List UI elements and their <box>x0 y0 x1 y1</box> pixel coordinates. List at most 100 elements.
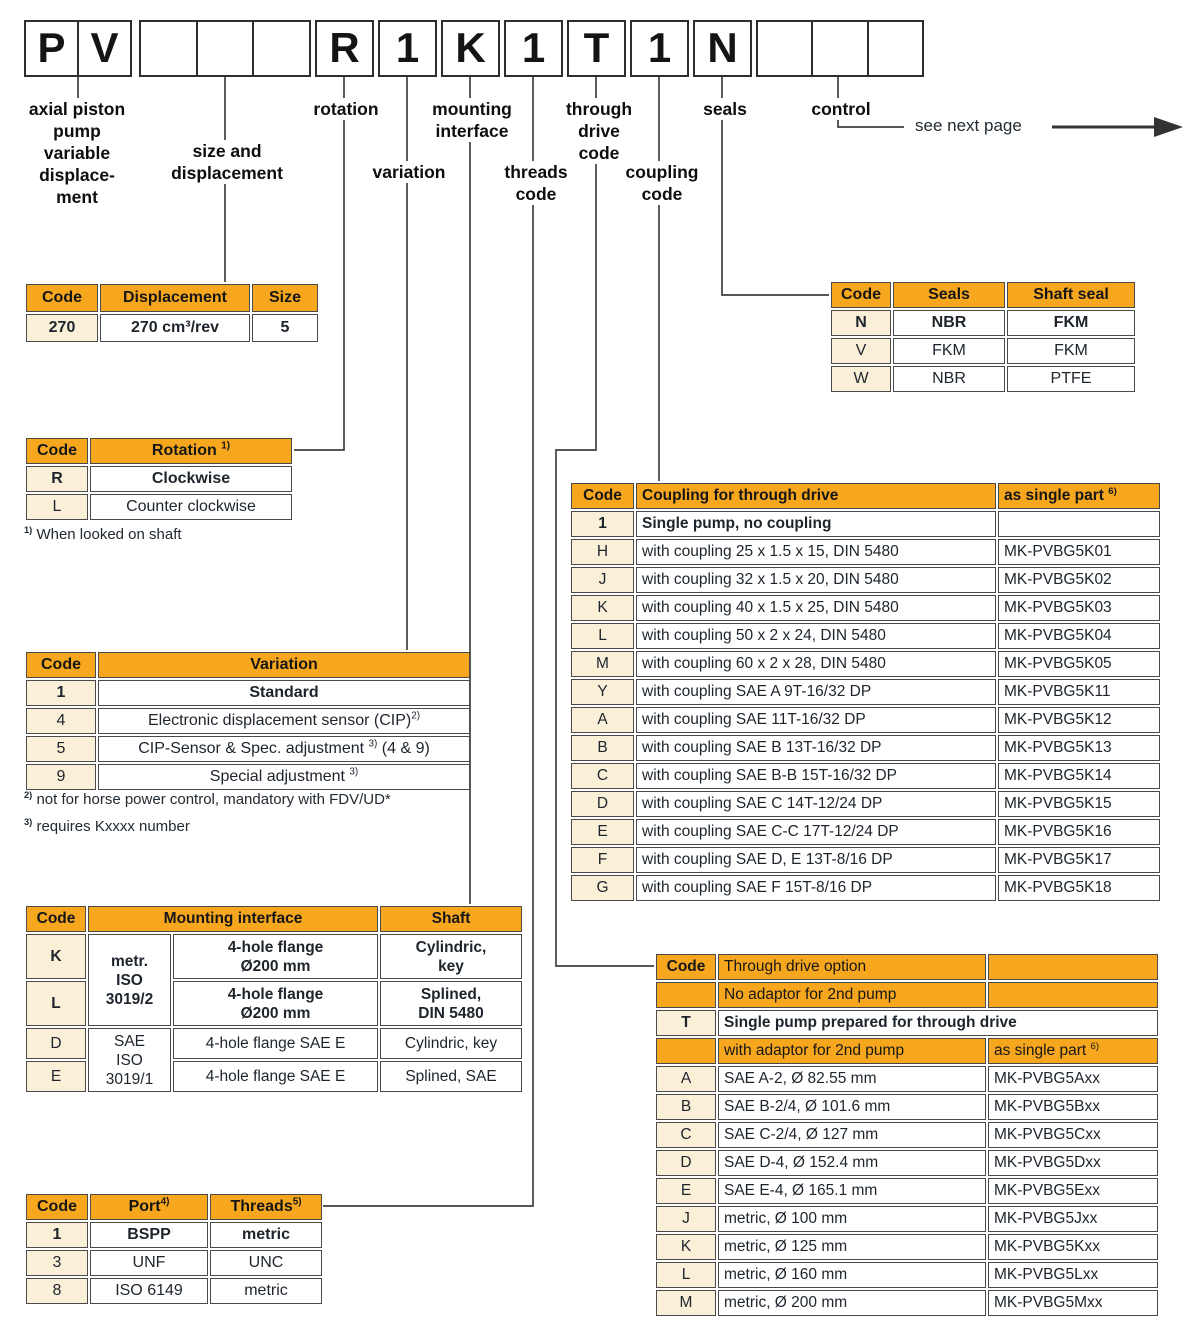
through-header-part: as single part 6) <box>988 1038 1158 1064</box>
through-header-empty <box>988 954 1158 980</box>
code-cell: N <box>831 310 891 336</box>
mounting-header-code: Code <box>26 906 86 932</box>
label-mounting: mounting interface <box>416 98 528 142</box>
table-header-row: Code Mounting interface Shaft <box>26 906 522 932</box>
code-cell: G <box>571 875 634 901</box>
coupling-desc-cell: with coupling 25 x 1.5 x 15, DIN 5480 <box>636 539 996 565</box>
table-header-row: Code Port4) Threads5) <box>26 1194 322 1220</box>
mounting-standard-cell: metr. ISO 3019/2 <box>88 934 171 1026</box>
through-header-option: Through drive option <box>718 954 986 980</box>
model-code-group-size <box>139 20 311 77</box>
model-code-cell-variation: 1 <box>378 20 437 77</box>
table-row: L 4-hole flange Ø200 mm Splined, DIN 548… <box>26 981 522 1026</box>
seals-table: Code Seals Shaft seal N NBR FKM V FKM FK… <box>829 280 1137 394</box>
label-variation: variation <box>359 161 459 183</box>
code-cell: 4 <box>26 708 96 734</box>
adaptor-desc-cell: SAE E-4, Ø 165.1 mm <box>718 1178 986 1204</box>
part-number-cell: MK-PVBG5K11 <box>998 679 1160 705</box>
connector-threads <box>323 77 534 1207</box>
adaptor-desc-cell: SAE A-2, Ø 82.55 mm <box>718 1066 986 1092</box>
coupling-table: Code Coupling for through drive as singl… <box>569 481 1162 903</box>
table-header-row: Code Through drive option <box>656 954 1158 980</box>
through-prepared-cell: Single pump prepared for through drive <box>718 1010 1158 1036</box>
part-number-cell: MK-PVBG5K15 <box>998 791 1160 817</box>
table-header-row: Code Displacement Size <box>26 284 318 312</box>
code-cell: T <box>656 1010 716 1036</box>
coupling-desc-cell: with coupling SAE F 15T-8/16 DP <box>636 875 996 901</box>
shaft-cell: Cylindric, key <box>380 934 522 979</box>
label-threads: threads code <box>495 161 577 205</box>
connector-through <box>555 77 654 967</box>
coupling-desc-cell: with coupling SAE D, E 13T-8/16 DP <box>636 847 996 873</box>
part-number-cell: MK-PVBG5K02 <box>998 567 1160 593</box>
code-cell: R <box>26 466 88 492</box>
seals-header-seals: Seals <box>893 282 1005 308</box>
table-row: T Single pump prepared for through drive <box>656 1010 1158 1036</box>
no-adaptor-cell: No adaptor for 2nd pump <box>718 982 986 1008</box>
code-cell: D <box>571 791 634 817</box>
adaptor-desc-cell: SAE C-2/4, Ø 127 mm <box>718 1122 986 1148</box>
table-header-row: Code Variation <box>26 652 470 678</box>
table-row: 4 Electronic displacement sensor (CIP)2) <box>26 708 470 734</box>
table-row: 1 Standard <box>26 680 470 706</box>
code-cell: C <box>571 763 634 789</box>
variation-footnote-2: 2) not for horse power control, mandator… <box>24 790 391 808</box>
coupling-desc-cell: with coupling SAE C 14T-12/24 DP <box>636 791 996 817</box>
flange-cell: 4-hole flange SAE E <box>173 1028 378 1059</box>
rotation-footnote: 1) When looked on shaft <box>24 525 182 543</box>
variation-header-label: Variation <box>98 652 470 678</box>
shaft-cell: Splined, DIN 5480 <box>380 981 522 1026</box>
coupling-desc-cell: with coupling SAE C-C 17T-12/24 DP <box>636 819 996 845</box>
see-next-page-text: see next page <box>912 116 1025 136</box>
coupling-desc-cell: with coupling SAE A 9T-16/32 DP <box>636 679 996 705</box>
part-number-cell: MK-PVBG5K03 <box>998 595 1160 621</box>
connector-control <box>837 77 904 128</box>
footnote-marker: 1) <box>24 525 33 535</box>
table-row: N NBR FKM <box>831 310 1135 336</box>
footnote-marker: 3) <box>349 766 359 778</box>
connector-rotation <box>294 77 345 451</box>
rotation-table: Code Rotation 1) R Clockwise L Counter c… <box>24 436 294 522</box>
model-code-cell <box>252 22 309 75</box>
coupling-desc-cell: with coupling 40 x 1.5 x 25, DIN 5480 <box>636 595 996 621</box>
model-code-cell-seals: N <box>693 20 752 77</box>
part-number-cell: MK-PVBG5K04 <box>998 623 1160 649</box>
table-row: W NBR PTFE <box>831 366 1135 392</box>
code-cell: A <box>571 707 634 733</box>
part-number-cell: MK-PVBG5Exx <box>988 1178 1158 1204</box>
code-cell: L <box>656 1262 716 1288</box>
through-header-code: Code <box>656 954 716 980</box>
model-code-cell-through: T <box>567 20 626 77</box>
part-number-cell: MK-PVBG5Axx <box>988 1066 1158 1092</box>
model-code-cell-threads: 1 <box>504 20 563 77</box>
label-size: size and displacement <box>150 140 304 184</box>
code-cell: B <box>656 1094 716 1120</box>
footnote-marker: 2) <box>24 790 33 800</box>
part-number-cell: MK-PVBG5K05 <box>998 651 1160 677</box>
shaft-seal-cell: FKM <box>1007 338 1135 364</box>
coupling-desc-cell: with coupling 50 x 2 x 24, DIN 5480 <box>636 623 996 649</box>
table-subheader-row: with adaptor for 2nd pump as single part… <box>656 1038 1158 1064</box>
part-number-cell: MK-PVBG5Bxx <box>988 1094 1158 1120</box>
part-number-cell: MK-PVBG5Kxx <box>988 1234 1158 1260</box>
code-cell: J <box>571 567 634 593</box>
port-cell: BSPP <box>90 1222 208 1248</box>
adaptor-desc-cell: metric, Ø 125 mm <box>718 1234 986 1260</box>
shaft-seal-cell: FKM <box>1007 310 1135 336</box>
code-cell: K <box>26 934 86 979</box>
variation-footnote-3: 3) requires Kxxxx number <box>24 817 190 835</box>
code-cell: 1 <box>26 1222 88 1248</box>
threads-cell: UNC <box>210 1250 322 1276</box>
code-cell: E <box>656 1178 716 1204</box>
threads-cell: metric <box>210 1278 322 1304</box>
displacement-header-code: Code <box>26 284 98 312</box>
